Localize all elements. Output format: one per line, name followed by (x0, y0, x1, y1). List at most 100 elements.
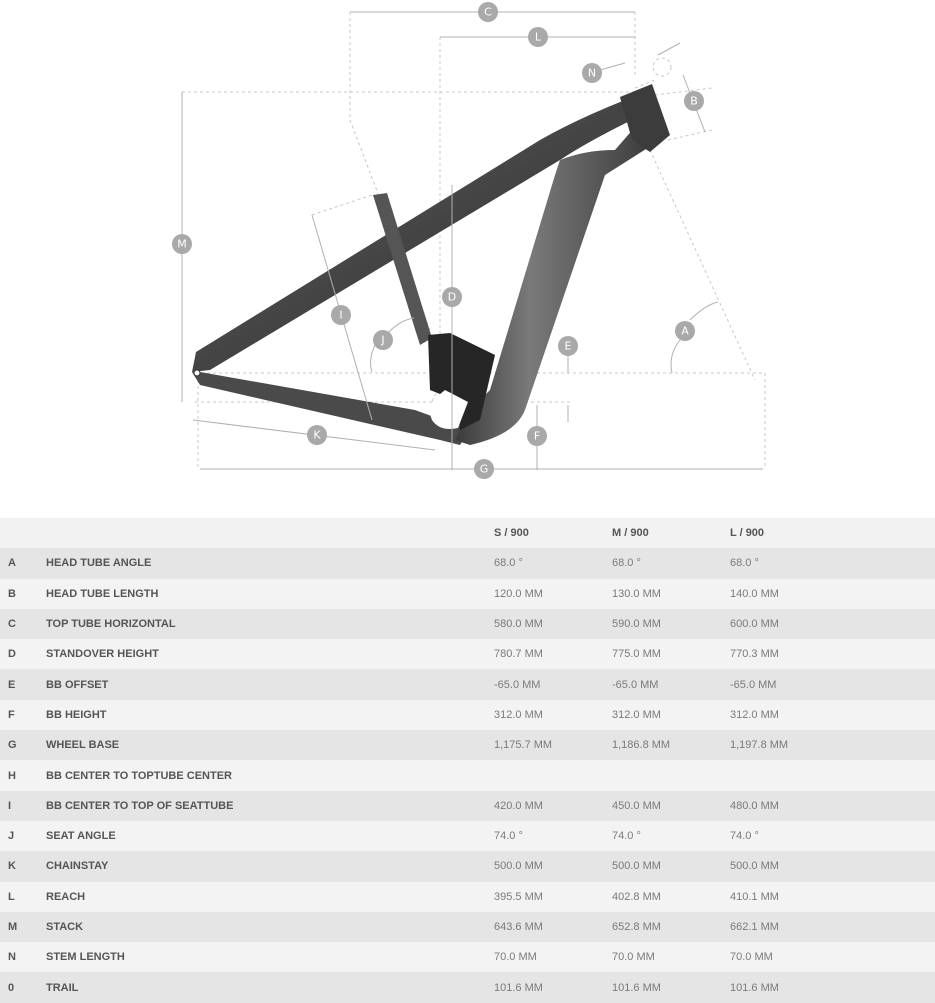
dropout (193, 369, 201, 377)
value-l: 600.0 MM (730, 618, 779, 631)
value-m: 450.0 MM (612, 799, 661, 812)
row-key: K (8, 860, 16, 873)
svg-text:J: J (380, 334, 384, 347)
value-m: 652.8 MM (612, 921, 661, 933)
label-M: M (172, 234, 192, 254)
frame-geometry-diagram: C L N B M D I J E A F K G (172, 2, 766, 479)
value-s: 580.0 MM (494, 618, 543, 631)
value-s: 780.7 MM (494, 648, 543, 661)
table-row: F BB HEIGHT 312.0 MM 312.0 MM 312.0 MM (0, 699, 935, 731)
row-key: J (8, 830, 15, 843)
chainstay (192, 372, 470, 445)
row-name: BB OFFSET (46, 678, 109, 691)
svg-text:I: I (339, 309, 342, 322)
value-m: 775.0 MM (612, 648, 661, 661)
value-l: 500.0 MM (730, 860, 779, 873)
svg-text:G: G (480, 463, 489, 476)
value-l: 770.3 MM (730, 648, 779, 661)
column-header-l: L / 900 (730, 527, 765, 540)
value-s: 74.0 ° (494, 830, 523, 843)
value-l: 410.1 MM (730, 890, 779, 903)
motor-housing (428, 333, 495, 430)
top-tube (192, 95, 648, 372)
down-tube (455, 112, 668, 445)
label-I: I (331, 305, 351, 325)
value-m: -65.0 MM (612, 678, 659, 691)
row-name: STACK (46, 921, 84, 933)
value-s (494, 760, 612, 790)
row-name: STANDOVER HEIGHT (46, 648, 159, 661)
row-key: L (8, 890, 15, 903)
row-key: C (8, 618, 16, 631)
value-s: 1,175.7 MM (494, 739, 553, 752)
row-name: BB HEIGHT (46, 708, 107, 721)
bb-cutout (430, 390, 468, 429)
value-l: 1,197.8 MM (730, 739, 789, 752)
value-l: 74.0 ° (730, 830, 759, 843)
row-name: HEAD TUBE ANGLE (46, 557, 152, 570)
value-m: 130.0 MM (612, 587, 661, 600)
svg-text:B: B (690, 95, 698, 108)
value-s: 420.0 MM (494, 799, 543, 812)
row-name: WHEEL BASE (46, 739, 120, 752)
label-N: N (582, 63, 602, 83)
svg-text:F: F (534, 430, 540, 443)
value-s: 120.0 MM (494, 587, 543, 600)
value-l: 70.0 MM (730, 951, 773, 964)
svg-text:L: L (535, 31, 542, 44)
svg-text:E: E (565, 340, 572, 353)
value-l: 101.6 MM (730, 981, 779, 994)
value-l: 140.0 MM (730, 587, 779, 600)
row-key: A (8, 557, 16, 570)
row-name: BB CENTER TO TOPTUBE CENTER (46, 769, 232, 782)
value-m: 500.0 MM (612, 860, 661, 873)
row-key: F (8, 708, 15, 721)
column-header-s: S / 900 (494, 527, 529, 540)
value-l: 662.1 MM (730, 921, 779, 933)
row-name: REACH (46, 890, 86, 903)
value-l: 312.0 MM (730, 708, 779, 721)
row-name: TRAIL (46, 981, 79, 994)
row-name: STEM LENGTH (46, 951, 125, 964)
label-F: F (527, 426, 547, 446)
value-m: 312.0 MM (612, 708, 661, 721)
row-key: M (8, 921, 18, 933)
value-m: 590.0 MM (612, 618, 661, 631)
svg-text:M: M (177, 238, 187, 251)
value-l: 68.0 ° (730, 557, 759, 570)
table-row: I BB CENTER TO TOP OF SEATTUBE 420.0 MM 450… (0, 790, 935, 821)
value-m: 74.0 ° (612, 830, 641, 843)
row-key: E (8, 678, 16, 691)
label-J: J (373, 330, 393, 350)
value-s: 500.0 MM (494, 860, 543, 873)
value-s: 312.0 MM (494, 708, 543, 721)
table-row: C TOP TUBE HORIZONTAL 580.0 MM 590.0 MM 600.… (0, 608, 935, 640)
seat-tube (373, 193, 432, 345)
row-name: BB CENTER TO TOP OF SEATTUBE (46, 799, 234, 812)
row-name: TOP TUBE HORIZONTAL (46, 618, 176, 631)
label-E: E (558, 336, 578, 356)
label-L: L (528, 27, 548, 47)
label-D: D (442, 287, 462, 307)
value-s: 643.6 MM (494, 921, 543, 933)
value-l: 480.0 MM (730, 799, 779, 812)
svg-text:D: D (448, 291, 456, 304)
label-B: B (684, 91, 704, 111)
value-l (730, 760, 848, 790)
row-key: I (8, 799, 12, 812)
value-m: 68.0 ° (612, 557, 641, 570)
value-s: 101.6 MM (494, 981, 543, 994)
value-s: 70.0 MM (494, 951, 537, 964)
bike-frame (192, 84, 670, 445)
head-tube (620, 84, 670, 152)
row-key: B (8, 587, 16, 600)
value-l: -65.0 MM (730, 678, 777, 691)
value-m: 1,186.8 MM (612, 739, 671, 752)
row-name: SEAT ANGLE (46, 830, 116, 843)
label-K: K (307, 425, 327, 445)
